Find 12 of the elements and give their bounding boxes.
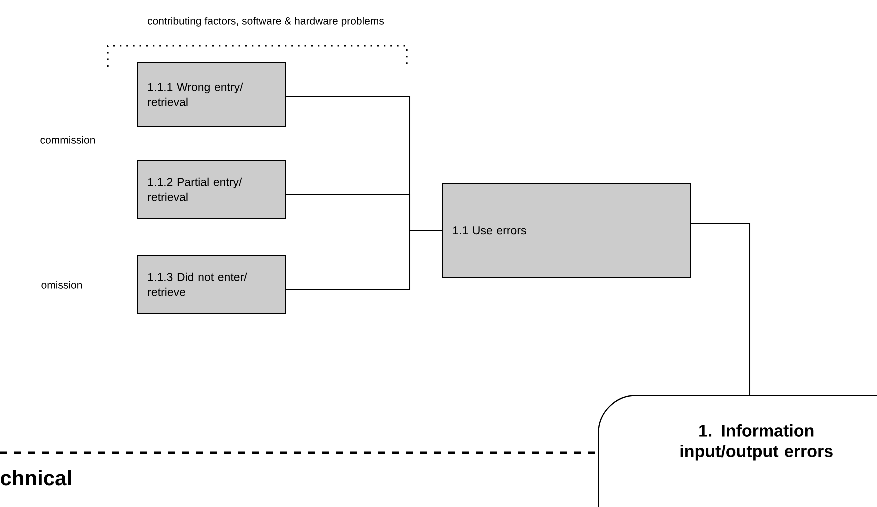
process-box: 1.1.2 Partial entry/ retrieval [137, 160, 286, 220]
process-box: 1.1.3 Did not enter/ retrieve [137, 255, 286, 314]
text-label: commission [40, 136, 96, 144]
text-label: omission [42, 281, 82, 289]
text-label: chnical [1, 470, 72, 486]
text-label: contributing factors, software & hardware problems [148, 17, 384, 27]
connector [690, 224, 750, 396]
connector [286, 230, 442, 290]
process-box: 1.1 Use errors [442, 183, 692, 278]
process-box: 1.1.1 Wrong entry/ retrieval [137, 62, 286, 128]
rounded-box: 1. Information input/output errors [598, 395, 877, 507]
connector [0, 452, 598, 454]
